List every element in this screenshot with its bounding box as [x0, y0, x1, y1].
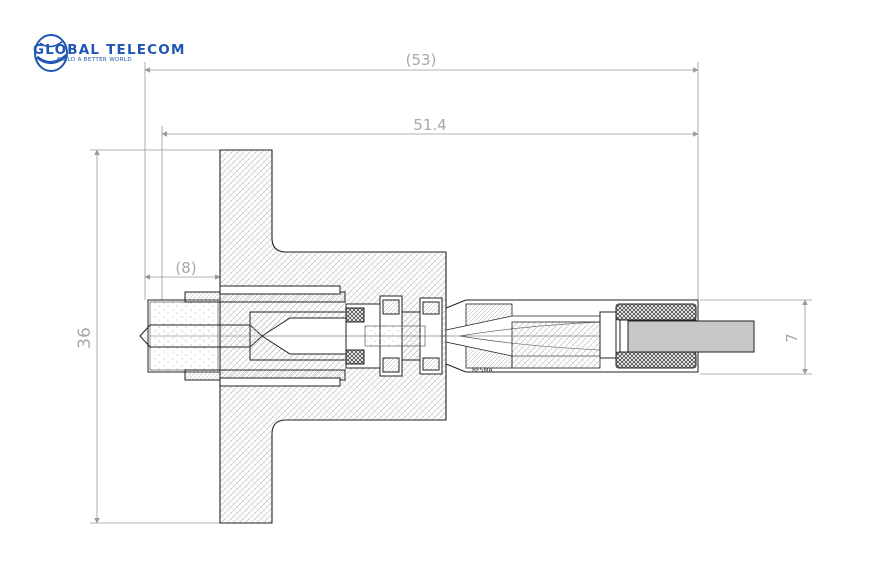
coax-cable [627, 320, 755, 353]
globe-icon [34, 34, 68, 72]
offset-label: (8) [175, 259, 196, 277]
cable-diameter-label: 7 [783, 333, 801, 343]
sma-interface [139, 285, 347, 387]
body-length-label: 51.4 [413, 116, 446, 134]
company-logo: GLOBAL TELECOM BUILD A BETTER WORLD [33, 33, 186, 77]
adapter-nut [345, 295, 446, 377]
flange-height-label: 36 [75, 327, 95, 349]
logo-name: GLOBAL TELECOM [33, 42, 186, 58]
part-marking: RFSMA [472, 367, 494, 374]
logo-tagline: BUILD A BETTER WORLD [57, 57, 132, 63]
overall-length-label: (53) [406, 51, 437, 69]
dimension-lines [90, 62, 812, 524]
